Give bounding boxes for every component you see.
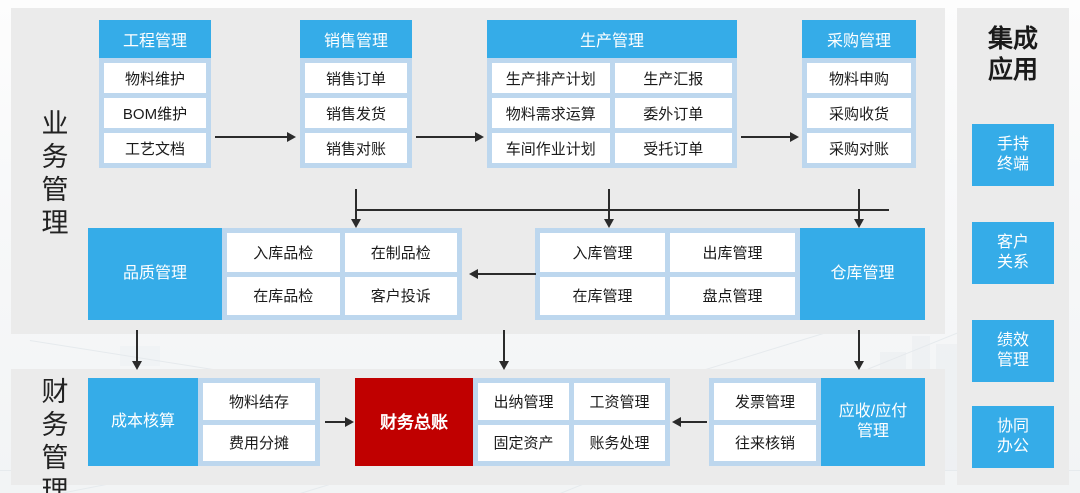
item-material-balance[interactable]: 物料结存 xyxy=(203,383,315,420)
item-fixed-assets[interactable]: 固定资产 xyxy=(478,424,569,461)
item-production-report[interactable]: 生产汇报 xyxy=(614,63,732,93)
connector-sales-down-stub xyxy=(355,189,357,211)
item-inventory-count-management[interactable]: 盘点管理 xyxy=(670,276,795,315)
card-production-items: 生产排产计划 生产汇报 物料需求运算 委外订单 车间作业计划 受托订单 xyxy=(487,58,737,168)
card-sales-title: 销售管理 xyxy=(300,20,412,58)
item-production-schedule-plan[interactable]: 生产排产计划 xyxy=(492,63,610,93)
item-accounting-processing[interactable]: 账务处理 xyxy=(574,424,665,461)
arrow-engineering-to-sales xyxy=(287,132,296,142)
integration-item-customer-relationship[interactable]: 客户关系 xyxy=(972,222,1054,284)
arrow-sales-to-production xyxy=(475,132,484,142)
item-payroll-management[interactable]: 工资管理 xyxy=(574,383,665,420)
item-inbound-inspection[interactable]: 入库品检 xyxy=(227,233,340,272)
item-inbound-management[interactable]: 入库管理 xyxy=(540,233,665,272)
card-quality-title: 品质管理 xyxy=(88,228,222,320)
card-cost-accounting[interactable]: 成本核算 物料结存 费用分摊 xyxy=(88,378,320,466)
item-material-requirement-calc[interactable]: 物料需求运算 xyxy=(492,98,610,128)
item-bom-maintenance[interactable]: BOM维护 xyxy=(104,98,206,128)
item-stock-inspection[interactable]: 在库品检 xyxy=(227,276,340,315)
integration-item-collaborative-office[interactable]: 协同办公 xyxy=(972,406,1054,468)
item-process-document[interactable]: 工艺文档 xyxy=(104,133,206,163)
business-management-label: 业务管理 xyxy=(41,109,69,238)
item-material-purchase-request[interactable]: 物料申购 xyxy=(807,63,911,93)
arrow-production-to-warehouse xyxy=(604,219,614,228)
card-quality-items: 入库品检 在制品检 在库品检 客户投诉 xyxy=(222,228,462,320)
item-cashier-management[interactable]: 出纳管理 xyxy=(478,383,569,420)
card-purchase-items: 物料申购 采购收货 采购对账 xyxy=(802,58,916,168)
connector-production-down xyxy=(608,189,610,222)
integration-apps-title: 集成应用 xyxy=(987,25,1038,84)
card-warehouse-title: 仓库管理 xyxy=(800,228,925,320)
item-workshop-work-plan[interactable]: 车间作业计划 xyxy=(492,133,610,163)
item-invoice-management[interactable]: 发票管理 xyxy=(714,383,816,420)
item-sales-reconciliation[interactable]: 销售对账 xyxy=(305,133,407,163)
card-sales-items: 销售订单 销售发货 销售对账 xyxy=(300,58,412,168)
integration-item-performance-management[interactable]: 绩效管理 xyxy=(972,320,1054,382)
integration-item-handheld-terminal[interactable]: 手持终端 xyxy=(972,124,1054,186)
connector-bus-to-quality xyxy=(355,209,357,222)
card-receivable-items: 发票管理 往来核销 xyxy=(709,378,821,466)
card-general-ledger-group[interactable]: 财务总账 出纳管理 工资管理 固定资产 账务处理 xyxy=(355,378,670,466)
item-expense-allocation[interactable]: 费用分摊 xyxy=(203,424,315,461)
card-production-title: 生产管理 xyxy=(487,20,737,58)
item-entrusted-order[interactable]: 受托订单 xyxy=(614,133,732,163)
card-warehouse-items: 入库管理 出库管理 在库管理 盘点管理 xyxy=(535,228,800,320)
connector-warehouse-to-receivable xyxy=(858,330,860,364)
arrow-row2-to-ledger xyxy=(499,361,509,370)
item-sales-order[interactable]: 销售订单 xyxy=(305,63,407,93)
arrow-production-to-purchase xyxy=(790,132,799,142)
card-warehouse-management[interactable]: 入库管理 出库管理 在库管理 盘点管理 仓库管理 xyxy=(535,228,925,320)
card-quality-management[interactable]: 品质管理 入库品检 在制品检 在库品检 客户投诉 xyxy=(88,228,462,320)
item-settlement-writeoff[interactable]: 往来核销 xyxy=(714,424,816,461)
finance-management-label: 财务管理 xyxy=(41,377,69,493)
item-wip-inspection[interactable]: 在制品检 xyxy=(344,233,457,272)
item-stock-management[interactable]: 在库管理 xyxy=(540,276,665,315)
card-engineering-management[interactable]: 工程管理 物料维护 BOM维护 工艺文档 xyxy=(99,20,211,168)
arrow-cost-to-ledger xyxy=(345,417,354,427)
card-purchase-management[interactable]: 采购管理 物料申购 采购收货 采购对账 xyxy=(802,20,916,168)
card-sales-management[interactable]: 销售管理 销售订单 销售发货 销售对账 xyxy=(300,20,412,168)
connector-quality-to-cost xyxy=(136,330,138,364)
card-receivable-payable-management[interactable]: 发票管理 往来核销 应收/应付管理 xyxy=(709,378,925,466)
card-production-management[interactable]: 生产管理 生产排产计划 生产汇报 物料需求运算 委外订单 车间作业计划 受托订单 xyxy=(487,20,737,168)
card-cost-title: 成本核算 xyxy=(88,378,198,466)
connector-production-to-purchase xyxy=(741,136,792,138)
item-sales-delivery[interactable]: 销售发货 xyxy=(305,98,407,128)
connector-cost-to-ledger xyxy=(325,421,347,423)
connector-row1-bus xyxy=(355,209,889,211)
connector-row2-to-ledger xyxy=(503,330,505,364)
card-general-ledger-title: 财务总账 xyxy=(355,378,473,466)
card-purchase-title: 采购管理 xyxy=(802,20,916,58)
item-outsourcing-order[interactable]: 委外订单 xyxy=(614,98,732,128)
arrow-quality-to-cost xyxy=(132,361,142,370)
card-engineering-title: 工程管理 xyxy=(99,20,211,58)
item-purchase-receipt[interactable]: 采购收货 xyxy=(807,98,911,128)
item-customer-complaint[interactable]: 客户投诉 xyxy=(344,276,457,315)
card-cost-items: 物料结存 费用分摊 xyxy=(198,378,320,466)
connector-warehouse-to-quality xyxy=(478,273,536,275)
connector-receivable-to-ledger xyxy=(681,421,707,423)
arrow-warehouse-to-receivable xyxy=(854,361,864,370)
item-purchase-reconciliation[interactable]: 采购对账 xyxy=(807,133,911,163)
arrow-bus-to-quality xyxy=(351,219,361,228)
card-engineering-items: 物料维护 BOM维护 工艺文档 xyxy=(99,58,211,168)
connector-sales-to-production xyxy=(416,136,477,138)
card-receivable-title: 应收/应付管理 xyxy=(821,378,925,466)
arrow-purchase-to-warehouse xyxy=(854,219,864,228)
arrow-warehouse-to-quality xyxy=(469,269,478,279)
connector-purchase-down xyxy=(858,189,860,222)
item-outbound-management[interactable]: 出库管理 xyxy=(670,233,795,272)
connector-engineering-to-sales xyxy=(215,136,289,138)
card-ledger-modules: 出纳管理 工资管理 固定资产 账务处理 xyxy=(473,378,670,466)
arrow-receivable-to-ledger xyxy=(672,417,681,427)
item-material-maintenance[interactable]: 物料维护 xyxy=(104,63,206,93)
